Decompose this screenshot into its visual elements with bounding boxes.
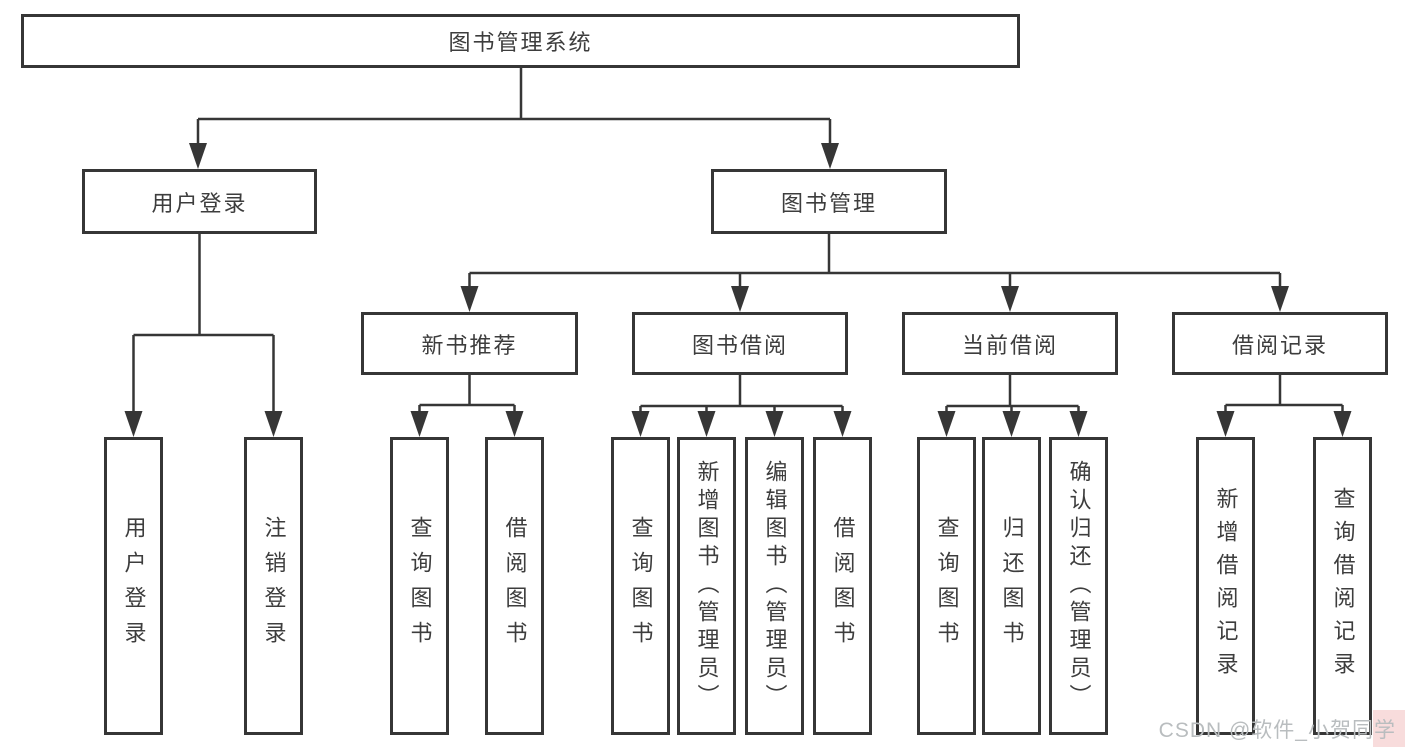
node-label: 借阅图书 <box>502 516 528 656</box>
leaf-user-login: 用户登录 <box>104 437 163 735</box>
node-borrowing-records: 借阅记录 <box>1172 312 1388 375</box>
node-label: 图书管理 <box>780 190 877 216</box>
node-book-management: 图书管理 <box>711 169 947 234</box>
node-label: 归还图书 <box>999 516 1025 656</box>
node-book-borrowing: 图书借阅 <box>632 312 848 375</box>
node-label: 当前借阅 <box>961 332 1058 358</box>
node-label: 编辑图书（管理员） <box>762 460 788 712</box>
node-new-book-recommendation: 新书推荐 <box>361 312 578 375</box>
node-library-management-system: 图书管理系统 <box>21 14 1020 68</box>
node-label: 用户登录 <box>121 516 147 656</box>
node-label: 新增借阅记录 <box>1213 487 1239 685</box>
node-label: 新增图书（管理员） <box>694 460 720 712</box>
leaf-query-books-recommend: 查询图书 <box>390 437 449 735</box>
node-user-login: 用户登录 <box>82 169 317 234</box>
node-label: 借阅记录 <box>1231 332 1328 358</box>
leaf-return-book: 归还图书 <box>982 437 1041 735</box>
leaf-add-book-admin: 新增图书（管理员） <box>677 437 736 735</box>
node-label: 注销登录 <box>261 516 287 656</box>
csdn-watermark: CSDN @软件_小贺同学 <box>1158 719 1396 742</box>
node-label: 确认归还（管理员） <box>1066 460 1092 712</box>
node-label: 新书推荐 <box>421 332 518 358</box>
leaf-query-books-borrow: 查询图书 <box>611 437 670 735</box>
leaf-add-borrow-record: 新增借阅记录 <box>1196 437 1255 735</box>
leaf-borrow-books: 借阅图书 <box>813 437 872 735</box>
arrowheads <box>124 143 1352 437</box>
node-label: 借阅图书 <box>830 516 856 656</box>
leaf-borrow-books-recommend: 借阅图书 <box>485 437 544 735</box>
node-current-borrowing: 当前借阅 <box>902 312 1118 375</box>
node-label: 查询图书 <box>934 516 960 656</box>
leaf-edit-book-admin: 编辑图书（管理员） <box>745 437 804 735</box>
leaf-confirm-return-admin: 确认归还（管理员） <box>1049 437 1108 735</box>
node-label: 查询图书 <box>407 516 433 656</box>
node-label: 用户登录 <box>151 190 248 216</box>
node-label: 图书管理系统 <box>448 30 593 55</box>
leaf-query-books-current: 查询图书 <box>917 437 976 735</box>
node-label: 查询图书 <box>628 516 654 656</box>
leaf-query-borrow-record: 查询借阅记录 <box>1313 437 1372 735</box>
leaf-logout: 注销登录 <box>244 437 303 735</box>
node-label: 图书借阅 <box>691 332 788 358</box>
watermark-pink-block <box>1373 710 1405 747</box>
node-label: 查询借阅记录 <box>1330 487 1356 685</box>
